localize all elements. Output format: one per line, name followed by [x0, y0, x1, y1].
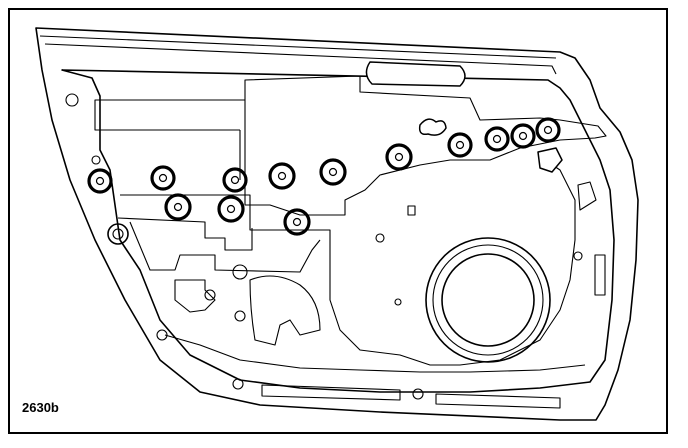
top-rail-slot [365, 61, 466, 87]
fastener-marker [510, 123, 536, 149]
pivot-inner [112, 228, 124, 240]
hole-e [234, 310, 246, 322]
fastener-clip [492, 134, 502, 144]
top-rail [39, 35, 557, 75]
hole-d [204, 289, 216, 301]
handle-bracket [418, 118, 447, 136]
fastener-clip [328, 167, 338, 177]
fastener-marker [484, 126, 510, 152]
fastener-clip [173, 202, 183, 212]
hole-j [573, 251, 583, 261]
fastener-clip [292, 217, 302, 227]
fastener-marker [319, 158, 347, 186]
fastener-marker [87, 168, 113, 194]
upper-module [244, 75, 607, 216]
hole-a [65, 93, 79, 107]
square-hole [407, 205, 416, 216]
fastener-marker [535, 117, 561, 143]
hole-g [156, 329, 168, 341]
fastener-marker [385, 143, 413, 171]
bottom-strip [261, 384, 561, 409]
fastener-marker [217, 195, 245, 223]
door-outer-outline [35, 27, 639, 421]
hole-h [232, 378, 244, 390]
fastener-clip [394, 152, 404, 162]
pivot-outer [107, 223, 129, 245]
fastener-clip [226, 204, 236, 214]
speaker-cone [441, 253, 535, 347]
hole-k [375, 233, 385, 243]
lower-inner-border [164, 334, 586, 373]
lower-cutout [174, 275, 321, 346]
fastener-clip [543, 125, 553, 135]
fastener-marker [164, 193, 192, 221]
fastener-clip [230, 175, 240, 185]
fastener-marker [447, 132, 473, 158]
hole-b [91, 155, 101, 165]
mid-body-left [117, 217, 321, 273]
speaker-mid-ring [432, 244, 544, 356]
mid-body [120, 159, 576, 366]
hole-f [394, 298, 402, 306]
fastener-markers [87, 117, 561, 236]
fastener-marker [268, 162, 296, 190]
fastener-clip [158, 173, 168, 183]
fastener-clip [95, 176, 105, 186]
fastener-marker [222, 167, 248, 193]
right-latch [537, 147, 563, 173]
fastener-clip [455, 140, 465, 150]
fastener-clip [277, 171, 287, 181]
fastener-marker [283, 208, 311, 236]
figure-label: 2630b [22, 400, 59, 415]
hole-i [412, 388, 424, 400]
right-edge-bracket [577, 181, 606, 296]
fastener-clip [518, 131, 528, 141]
hole-c [232, 264, 248, 280]
speaker-outer-ring [425, 237, 551, 363]
fastener-marker [150, 165, 176, 191]
